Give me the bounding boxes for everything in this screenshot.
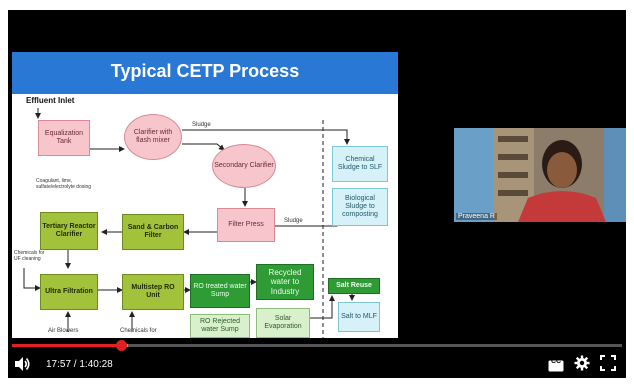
equalization-tank: Equalization Tank xyxy=(38,120,90,156)
ro-treated-sump: RO treated water Sump xyxy=(190,274,250,308)
ro-rejected-sump: RO Rejected water Sump xyxy=(190,314,250,338)
fullscreen-icon xyxy=(600,355,616,371)
recycled-water: Recycled water to Industry xyxy=(256,264,314,300)
webcam-feed: Praveena R xyxy=(454,128,626,222)
speaker-icon xyxy=(15,357,30,371)
ultra-filtration: Ultra Filtration xyxy=(40,274,98,310)
slide-header: Typical CETP Process xyxy=(12,52,398,94)
sludge-label-top: Sludge xyxy=(192,122,211,128)
effluent-inlet-label: Effluent Inlet xyxy=(26,96,75,105)
presentation-slide: Typical CETP Process xyxy=(12,52,398,338)
cc-icon xyxy=(548,360,564,372)
clarifier-flash-mixer: Clarifier with flash mixer xyxy=(124,114,182,160)
progress-scrubber[interactable] xyxy=(116,340,128,351)
video-player[interactable]: Typical CETP Process xyxy=(8,10,626,378)
webcam-image xyxy=(454,128,626,222)
tertiary-reactor-clarifier: Tertiary Reactor Clarifier xyxy=(40,212,98,250)
webcam-name-tag: Praveena R xyxy=(456,213,497,220)
captions-button[interactable]: CC xyxy=(548,357,564,372)
slide-title: Typical CETP Process xyxy=(110,61,300,81)
volume-button[interactable] xyxy=(12,354,32,374)
progress-fill xyxy=(12,344,122,347)
filter-press: Filter Press xyxy=(217,208,275,242)
solar-evaporation: Solar Evaporation xyxy=(256,308,310,338)
coagulant-label: Coagulant, lime, sulfate/electrolyte dos… xyxy=(36,178,92,190)
gear-icon xyxy=(574,355,590,371)
salt-to-mlf: Salt to MLF xyxy=(338,302,380,332)
biological-sludge-composting: Biological Sludge to composting xyxy=(332,188,388,226)
time-display: 17:57 / 1:40:28 xyxy=(46,359,113,370)
progress-bar[interactable] xyxy=(12,340,622,351)
multistep-ro-unit: Multistep RO Unit xyxy=(122,274,184,310)
fullscreen-button[interactable] xyxy=(600,355,616,371)
chemical-sludge-slf: Chemical Sludge to SLF xyxy=(332,146,388,182)
player-controls: 17:57 / 1:40:28 CC xyxy=(8,340,626,378)
settings-button[interactable] xyxy=(574,355,590,371)
chemicals-for-label: Chemicals for xyxy=(120,328,157,334)
cc-label: CC xyxy=(550,358,562,365)
sludge-label-mid: Sludge xyxy=(284,218,303,224)
uf-chemicals-label: Chemicals for UF cleaning xyxy=(14,250,45,262)
air-blowers-label: Air Blowers xyxy=(48,328,79,334)
salt-reuse: Salt Reuse xyxy=(328,278,380,294)
secondary-clarifier: Secondary Clarifier xyxy=(212,144,276,188)
sand-carbon-filter: Sand & Carbon Filter xyxy=(122,214,184,250)
flow-connectors xyxy=(23,108,355,338)
